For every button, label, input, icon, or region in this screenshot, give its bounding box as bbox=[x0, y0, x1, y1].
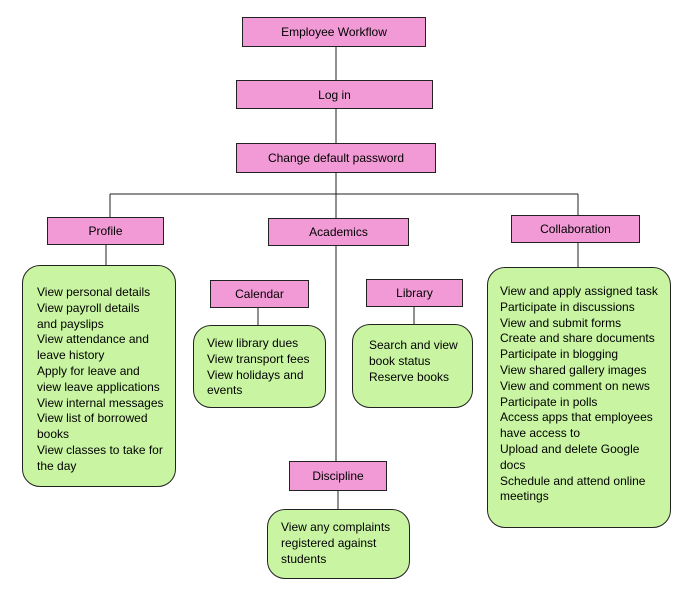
list-item: View payroll details bbox=[37, 300, 140, 315]
node-academics: Academics bbox=[268, 218, 409, 246]
node-change-default-password: Change default password bbox=[236, 143, 436, 173]
list-item: View transport fees bbox=[207, 351, 310, 366]
list-item: View list of borrowed bbox=[37, 411, 148, 426]
node-collaboration: Collaboration bbox=[511, 215, 640, 243]
list-item: Apply for leave and bbox=[37, 363, 140, 378]
list-item: Reserve books bbox=[369, 369, 450, 384]
list-item: View any complaints bbox=[281, 520, 391, 534]
list-item: View and comment on news bbox=[500, 378, 650, 393]
discipline-list: View any complaints registered against s… bbox=[281, 520, 403, 567]
panel-library: Search and view book status Reserve book… bbox=[352, 324, 473, 408]
list-item: Participate in polls bbox=[500, 394, 598, 409]
node-discipline: Discipline bbox=[289, 461, 387, 491]
list-item: View library dues bbox=[207, 336, 299, 350]
library-list: Search and view book status Reserve book… bbox=[369, 338, 466, 385]
node-log-in: Log in bbox=[236, 80, 433, 109]
profile-list: View personal details View payroll detai… bbox=[37, 285, 167, 475]
panel-calendar: View library dues View transport fees Vi… bbox=[193, 325, 326, 408]
node-employee-workflow: Employee Workflow bbox=[242, 17, 426, 47]
list-item: View shared gallery images bbox=[500, 362, 647, 377]
list-item: and payslips bbox=[37, 316, 104, 331]
list-item: the day bbox=[37, 458, 77, 473]
list-item: View personal details bbox=[37, 285, 151, 299]
list-item: book status bbox=[369, 353, 431, 368]
node-calendar: Calendar bbox=[210, 280, 309, 308]
list-item: meetings bbox=[500, 489, 549, 504]
list-item: View and submit forms bbox=[500, 315, 622, 330]
list-item: docs bbox=[500, 457, 526, 472]
list-item: Schedule and attend online bbox=[500, 473, 646, 488]
list-item: events bbox=[207, 383, 243, 398]
panel-collaboration: View and apply assigned task Participate… bbox=[487, 267, 671, 528]
list-item: Access apps that employees bbox=[500, 410, 653, 425]
panel-discipline: View any complaints registered against s… bbox=[267, 509, 410, 579]
collaboration-list: View and apply assigned task Participate… bbox=[500, 284, 666, 505]
list-item: view leave applications bbox=[37, 379, 160, 394]
node-library: Library bbox=[366, 279, 463, 307]
list-item: Search and view bbox=[369, 338, 458, 352]
list-item: View and apply assigned task bbox=[500, 284, 658, 298]
list-item: Participate in discussions bbox=[500, 299, 635, 314]
list-item: Participate in blogging bbox=[500, 347, 619, 362]
list-item: Upload and delete Google bbox=[500, 441, 640, 456]
list-item: View attendance and bbox=[37, 332, 149, 347]
list-item: students bbox=[281, 551, 327, 566]
list-item: books bbox=[37, 427, 70, 442]
list-item: have access to bbox=[500, 426, 581, 441]
list-item: View holidays and bbox=[207, 367, 304, 382]
calendar-list: View library dues View transport fees Vi… bbox=[207, 336, 319, 399]
list-item: View classes to take for bbox=[37, 442, 163, 457]
list-item: leave history bbox=[37, 348, 105, 363]
list-item: Create and share documents bbox=[500, 331, 655, 346]
list-item: View internal messages bbox=[37, 395, 164, 410]
panel-profile: View personal details View payroll detai… bbox=[22, 265, 176, 487]
list-item: registered against bbox=[281, 535, 377, 550]
node-profile: Profile bbox=[47, 217, 164, 245]
